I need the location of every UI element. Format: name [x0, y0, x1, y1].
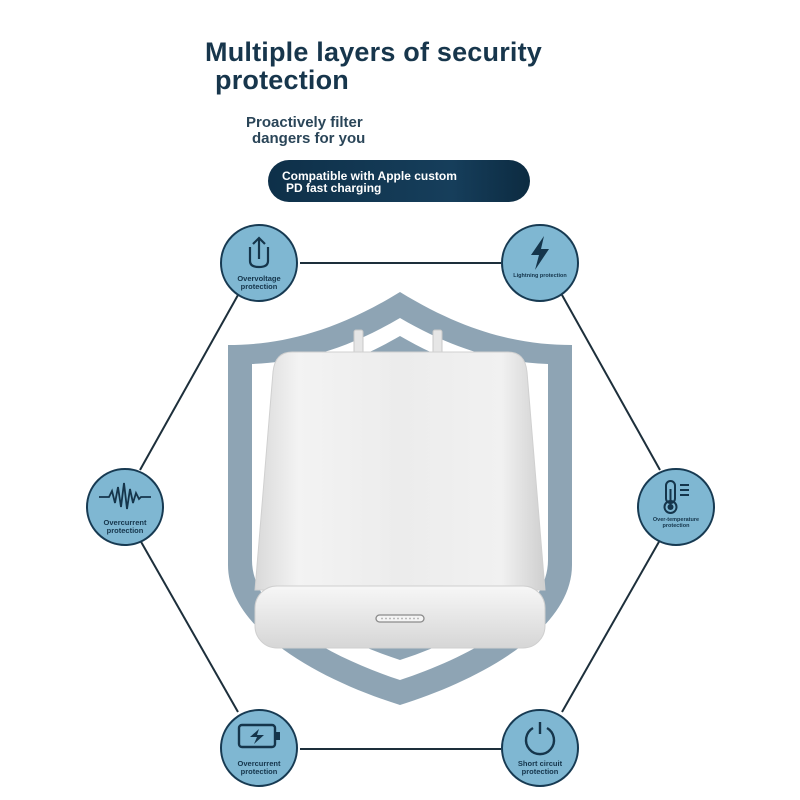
- lightning-port: [375, 614, 425, 623]
- feature-label: Overcurrent protection: [237, 759, 281, 776]
- thermometer-icon: [639, 479, 713, 514]
- headline-line-1: Multiple layers of security: [205, 37, 543, 67]
- feature-label: Over-temperature protection: [652, 517, 700, 529]
- feature-label: Short circuit protection: [517, 759, 563, 776]
- feature-label: Lightning protection: [513, 273, 567, 279]
- feature-overcurrent-battery: Overcurrent protection: [220, 709, 298, 787]
- charger-graphic: [254, 329, 546, 649]
- connector-lines: [139, 262, 661, 750]
- lightning-bolt-icon: [503, 235, 577, 270]
- waveform-icon: [88, 479, 162, 513]
- compatibility-badge: Compatible with Apple custom PD fast cha…: [268, 160, 530, 202]
- subtitle: Proactively filter dangers for you: [246, 115, 446, 147]
- power-icon: [503, 720, 577, 756]
- subtitle-line-1: Proactively filter: [246, 114, 363, 131]
- feature-lightning: Lightning protection: [501, 224, 579, 302]
- arrow-up-icon: [222, 235, 296, 269]
- headline: Multiple layers of security protection: [205, 38, 625, 94]
- feature-label: Overvoltage protection: [237, 274, 281, 291]
- feature-label: Overcurrent protection: [103, 518, 147, 535]
- connector-bottom-right: [561, 539, 661, 713]
- feature-overvoltage: Overvoltage protection: [220, 224, 298, 302]
- feature-short-circuit: Short circuit protection: [501, 709, 579, 787]
- feature-overcurrent-wave: Overcurrent protection: [86, 468, 164, 546]
- feature-over-temperature: Over-temperature protection: [637, 468, 715, 546]
- subtitle-line-2: dangers for you: [252, 130, 366, 147]
- headline-line-2: protection: [215, 65, 349, 95]
- connector-top-right: [561, 294, 661, 471]
- battery-bolt-icon: [222, 720, 296, 754]
- badge-line-1: Compatible with Apple custom: [282, 169, 457, 183]
- connector-bottom-left: [139, 539, 239, 713]
- connector-top-left: [139, 294, 239, 471]
- badge-line-2: PD fast charging: [286, 181, 382, 195]
